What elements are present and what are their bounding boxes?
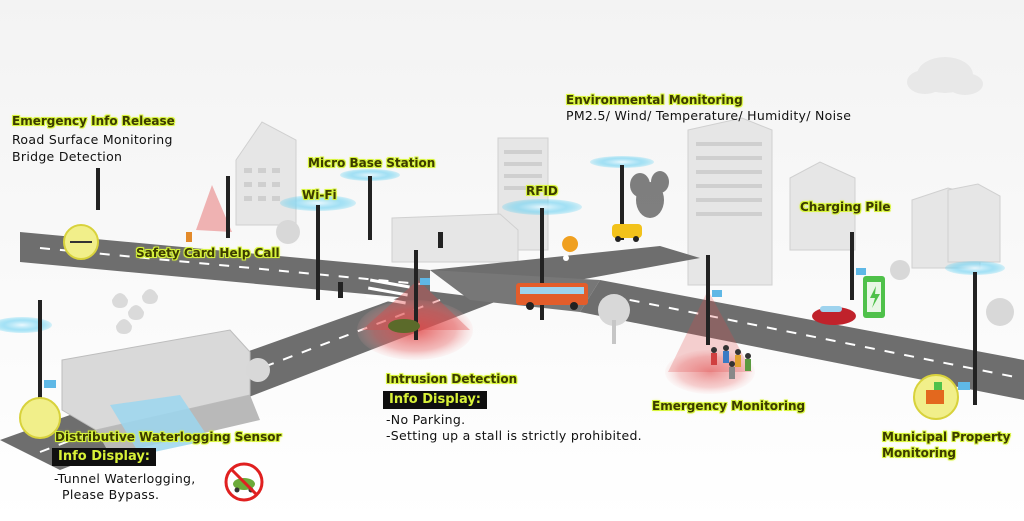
car-icon xyxy=(388,306,856,333)
intrusion-info-display-title: Info Display: xyxy=(383,391,487,409)
label-emergency-monitoring: Emergency Monitoring xyxy=(652,399,806,413)
taxi-icon xyxy=(612,224,642,242)
smoke-icon xyxy=(630,171,669,218)
lane-markings xyxy=(39,247,1021,453)
label-road-surface-monitoring: Road Surface Monitoring xyxy=(12,132,173,147)
label-charging-pile: Charging Pile xyxy=(800,200,891,214)
waterlogging-info-line-1: -Tunnel Waterlogging, xyxy=(54,471,196,486)
location-pin-icon xyxy=(562,236,579,270)
pedestrian-group-icon xyxy=(711,345,751,379)
label-distributive-waterlogging-sensor: Distributive Waterlogging Sensor xyxy=(55,430,282,444)
label-emergency-info-release: Emergency Info Release xyxy=(12,114,175,128)
pole-info-screens xyxy=(44,268,970,390)
label-wifi: Wi-Fi xyxy=(302,188,337,202)
building-windows xyxy=(244,142,762,216)
emergency-phone-icon xyxy=(63,224,192,260)
cloud-icon xyxy=(907,57,983,95)
label-bridge-detection: Bridge Detection xyxy=(12,149,123,164)
intrusion-info-line-1: -No Parking. xyxy=(386,412,466,427)
label-safety-card-help-call: Safety Card Help Call xyxy=(136,246,280,260)
bus-icon xyxy=(516,283,588,310)
label-intrusion-detection: Intrusion Detection xyxy=(386,372,518,386)
intrusion-info-line-2: -Setting up a stall is strictly prohibit… xyxy=(386,428,642,443)
label-municipal-property-line-1: Municipal Property xyxy=(882,430,1011,444)
label-environmental-monitoring: Environmental Monitoring xyxy=(566,93,743,107)
label-municipal-property-line-2: Monitoring xyxy=(882,446,956,460)
waterlogging-sensor-icon xyxy=(19,397,61,439)
municipal-property-icon xyxy=(913,374,959,420)
tree-icon xyxy=(246,220,1014,382)
no-car-icon xyxy=(224,462,264,502)
charging-pile-icon xyxy=(863,276,885,318)
waterlogging-info-line-2: Please Bypass. xyxy=(62,487,160,502)
traffic-light-icon xyxy=(338,232,443,298)
rain-cloud-icon xyxy=(112,289,158,334)
tunnel xyxy=(61,329,260,455)
label-micro-base-station: Micro Base Station xyxy=(308,156,436,170)
waterlogging-info-display-title: Info Display: xyxy=(52,448,156,466)
waterlogging-water xyxy=(110,395,210,455)
label-env-parameters: PM2.5/ Wind/ Temperature/ Humidity/ Nois… xyxy=(566,108,852,123)
label-rfid: RFID xyxy=(526,184,558,198)
